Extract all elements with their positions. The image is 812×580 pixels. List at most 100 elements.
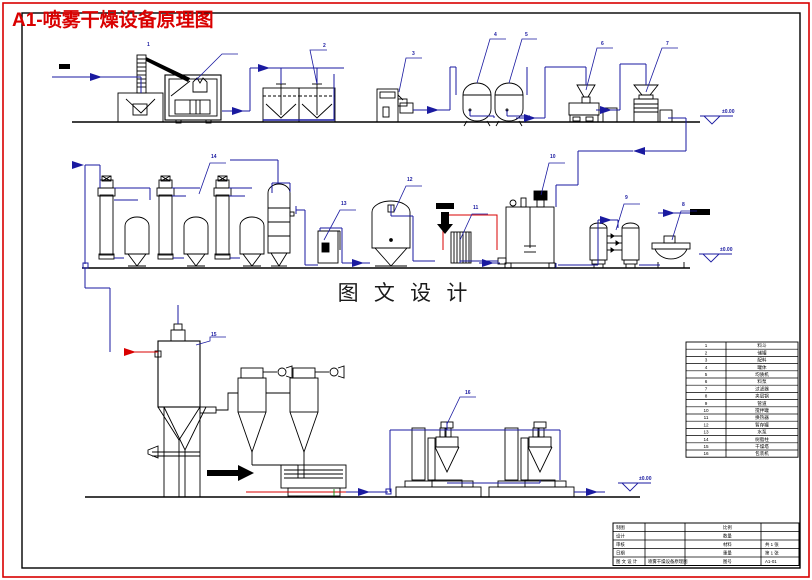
row3-datum-mark xyxy=(618,482,651,492)
title-block-cell: 比例 xyxy=(723,524,732,531)
pressure-vessel-b xyxy=(494,82,524,127)
storage-tank-b xyxy=(298,83,336,123)
mixing-machine xyxy=(164,74,222,124)
feed-hopper xyxy=(117,92,164,123)
material-flow-arrow xyxy=(207,465,254,481)
row1-callout-labels: 1 2 3 4 5 6 7 xyxy=(147,32,669,57)
parts-row-name: 暂存罐 xyxy=(755,421,769,428)
process-row-3 xyxy=(85,323,651,498)
jacketed-kettle xyxy=(651,235,691,268)
parts-row-number: 7 xyxy=(705,386,708,391)
vessel-2 xyxy=(183,216,209,267)
row1-flow-lines xyxy=(52,63,687,151)
row2-flow-lines xyxy=(72,147,710,330)
callout-16: 16 xyxy=(465,390,471,396)
title-block: 制图 比例设计数量审核 材料 共 1 张日期 重量 第 1 张图 文 设 计 喷雾干燥设备原… xyxy=(612,522,800,566)
resin-column-1 xyxy=(97,175,116,260)
row3-flow-lines xyxy=(109,305,605,496)
title-block-cell: 图号 xyxy=(723,559,732,565)
cyclone-separator-a xyxy=(237,365,293,465)
title-block-cell: 审核 xyxy=(616,541,625,548)
vessel-3 xyxy=(239,216,265,267)
cartridge-filter-b xyxy=(607,222,640,268)
parts-row-number: 3 xyxy=(705,358,708,363)
parts-table-row: 12 暂存罐 xyxy=(703,421,769,428)
resin-column-3 xyxy=(213,175,232,260)
row3-callout-labels: 15 16 xyxy=(211,332,471,396)
parts-row-name: 罐体 xyxy=(757,364,767,371)
callout-13: 13 xyxy=(341,201,347,207)
parts-table-row: 4 罐体 xyxy=(705,364,767,371)
title-block-row: 审核 材料 共 1 张 xyxy=(616,541,779,548)
callout-4: 4 xyxy=(494,32,497,38)
grinder xyxy=(633,84,673,123)
row2-datum-mark xyxy=(699,253,732,263)
title-block-row: 日期 重量 第 1 张 xyxy=(616,550,779,557)
packing-machine-a xyxy=(395,421,482,498)
callout-11: 11 xyxy=(473,205,479,211)
parts-row-number: 8 xyxy=(705,394,708,399)
water-pump xyxy=(317,230,341,264)
parts-row-number: 10 xyxy=(703,408,709,413)
buffer-tank xyxy=(371,200,411,267)
title-block-row: 设计数量 xyxy=(616,533,732,540)
parts-row-name: 储罐 xyxy=(757,349,767,356)
packing-machine-b xyxy=(488,421,575,498)
callout-5: 5 xyxy=(525,32,528,38)
row1-datum-mark xyxy=(700,115,733,125)
cyclone-separator-b xyxy=(289,365,345,478)
parts-row-number: 4 xyxy=(705,365,708,370)
row2-elevation-label: ±0.00 xyxy=(720,247,733,253)
title-block-cell: 重量 xyxy=(723,550,732,557)
parts-table-row: 8 夹层锅 xyxy=(705,393,770,400)
parts-row-name: 包装机 xyxy=(755,450,769,457)
vessel-1 xyxy=(124,216,150,267)
title-block-cell: 喷雾干燥设备原理图 xyxy=(648,558,688,565)
plate-heat-exchanger xyxy=(436,203,498,264)
parts-table-row: 2 储罐 xyxy=(705,349,767,356)
drawing-title: A1-喷雾干燥设备原理图 xyxy=(12,8,214,31)
row3-callouts xyxy=(195,336,476,425)
title-block-cell: A1-01 xyxy=(765,559,777,564)
watermark-text: 图 文 设 计 xyxy=(338,281,473,305)
title-block-cell: 制图 xyxy=(616,524,625,531)
parts-row-number: 6 xyxy=(705,379,708,384)
callout-12: 12 xyxy=(407,177,413,183)
callout-8: 8 xyxy=(682,202,685,208)
title-block-cell: 材料 xyxy=(723,541,732,548)
callout-2: 2 xyxy=(323,43,326,49)
row1-callouts xyxy=(195,38,678,93)
parts-row-name: 水泵 xyxy=(757,429,767,435)
row2-callout-labels: 14 13 12 11 10 9 8 xyxy=(211,154,685,211)
parts-row-number: 2 xyxy=(705,350,708,355)
title-block-cell: 日期 xyxy=(616,551,625,557)
parts-row-name: 料泵 xyxy=(757,378,767,385)
title-block-cell: 图 文 设 计 xyxy=(616,558,638,565)
callout-7: 7 xyxy=(666,41,669,47)
parts-row-name: 配料 xyxy=(757,357,767,364)
parts-table-row: 3 配料 xyxy=(705,357,767,364)
process-row-1 xyxy=(72,54,733,127)
parts-row-number: 5 xyxy=(705,372,708,377)
title-block-cell: 共 1 张 xyxy=(765,541,779,548)
parts-row-name: 过滤器 xyxy=(755,385,769,392)
resin-column-2 xyxy=(156,175,175,260)
storage-tank-a xyxy=(262,83,300,123)
parts-row-name: 干燥塔 xyxy=(755,443,769,450)
vibrating-conveyor xyxy=(246,464,352,497)
parts-row-name: 夹层锅 xyxy=(755,393,769,400)
parts-row-number: 12 xyxy=(703,422,709,427)
callout-6: 6 xyxy=(601,41,604,47)
agitated-tank xyxy=(497,190,556,269)
title-block-outline xyxy=(612,522,800,566)
title-block-cell: 第 1 张 xyxy=(765,550,779,557)
row2-callouts xyxy=(198,162,697,241)
